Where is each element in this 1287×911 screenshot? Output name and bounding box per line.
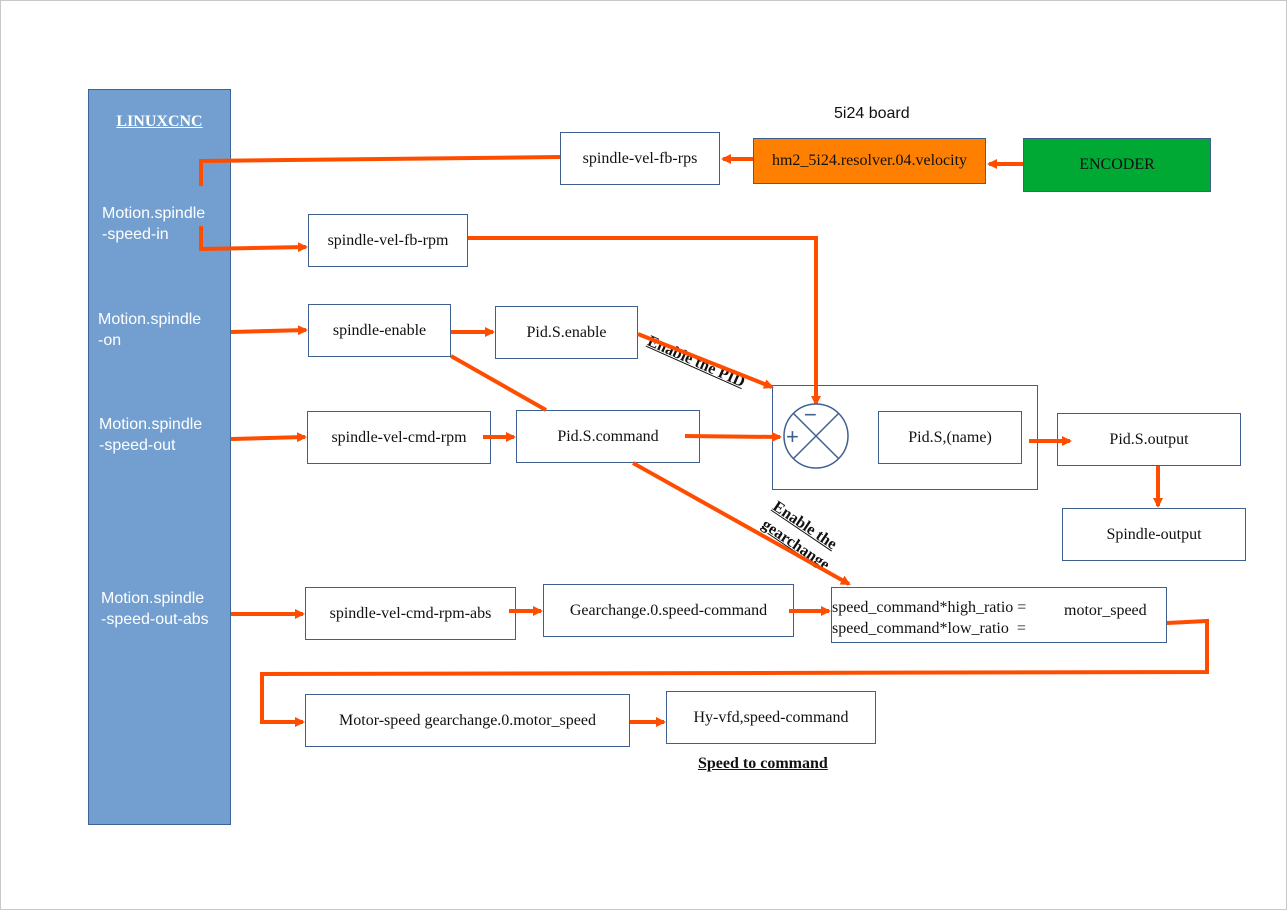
- motion-spindle-speed-in-label: Motion.spindle -speed-in: [102, 205, 206, 243]
- motor-speed-node: Motor-speed gearchange.0.motor_speed: [305, 694, 630, 747]
- summer-minus-sign: −: [804, 402, 817, 427]
- formula-result: motor_speed: [1064, 602, 1147, 619]
- linuxcnc-title: LINUXCNC: [116, 113, 203, 130]
- formula-line-high: speed_command*high_ratio =: [832, 599, 1027, 616]
- speed-to-command-caption: Speed to command: [698, 755, 828, 772]
- pid-enable-node: Pid.S.enable: [495, 306, 638, 359]
- spindle-vel-fb-rpm-node: spindle-vel-fb-rpm: [308, 214, 468, 267]
- motion-spindle-speed-out-abs-label: Motion.spindle -speed-out-abs: [101, 590, 209, 628]
- wire-speed-out-to-cmd-rpm: [230, 432, 307, 443]
- spindle-vel-cmd-rpm-abs-node: spindle-vel-cmd-rpm-abs: [305, 587, 516, 640]
- formula-line-low: speed_command*low_ratio =: [832, 620, 1026, 637]
- board-label: 5i24 board: [834, 105, 910, 122]
- hy-vfd-speed-command-node: Hy-vfd,speed-command: [666, 691, 876, 744]
- wire-fb-rpm-to-summer: [468, 236, 821, 406]
- wire-speed-in-to-fb-rpm: [199, 226, 308, 253]
- wire-spindle-enable-diagonal: [450, 354, 547, 412]
- wire-pid-command-to-formula: [632, 461, 851, 586]
- spindle-vel-cmd-rpm-node: spindle-vel-cmd-rpm: [307, 411, 491, 464]
- spindle-output-node: Spindle-output: [1062, 508, 1246, 561]
- gearchange-speed-command-node: Gearchange.0.speed-command: [543, 584, 794, 637]
- summing-junction-icon: [783, 403, 849, 469]
- pid-name-node: Pid.S,(name): [878, 411, 1022, 464]
- spindle-enable-node: spindle-enable: [308, 304, 451, 357]
- gear-ratio-formula-node: speed_command*high_ratio = speed_command…: [831, 587, 1167, 643]
- motion-spindle-speed-out-label: Motion.spindle -speed-out: [99, 416, 203, 454]
- spindle-vel-fb-rps-node: spindle-vel-fb-rps: [560, 132, 720, 185]
- wire-fb-rps-to-linuxcnc: [199, 155, 561, 186]
- wire-on-to-spindle-enable: [230, 325, 308, 336]
- summer-plus-sign: +: [786, 424, 799, 449]
- wire-pid-enable-to-pid-block: [637, 332, 774, 389]
- pid-command-node: Pid.S.command: [516, 410, 700, 463]
- wire-formula-to-motor-speed: [260, 618, 1209, 727]
- wire-pid-command-to-summer: [684, 431, 782, 442]
- resolver-velocity-node: hm2_5i24.resolver.04.velocity: [753, 138, 986, 184]
- linuxcnc-block: LINUXCNC Motion.spindle -speed-in Motion…: [88, 89, 231, 825]
- motion-spindle-on-label: Motion.spindle -on: [98, 311, 202, 349]
- encoder-node: ENCODER: [1023, 138, 1211, 192]
